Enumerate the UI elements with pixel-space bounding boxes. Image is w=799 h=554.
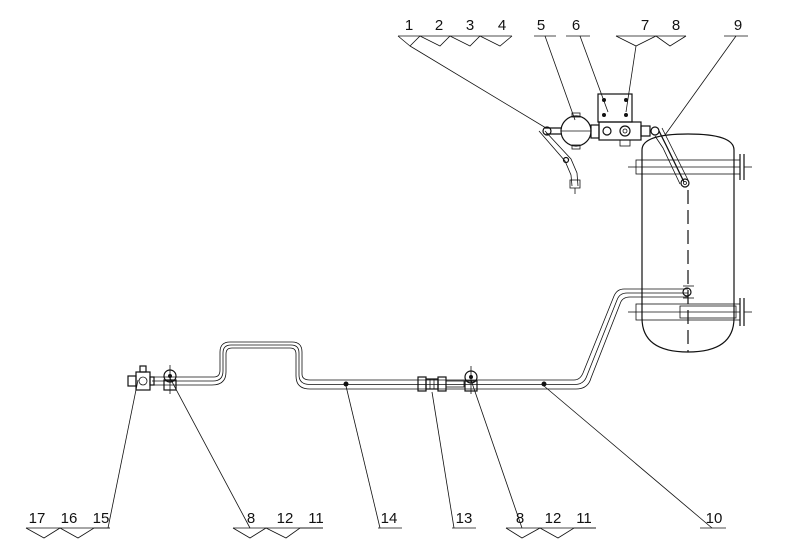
- callout-8-left: 8: [247, 510, 255, 527]
- main-air-pipe: [152, 288, 688, 390]
- callout-12-right: 12: [545, 510, 562, 527]
- tank-outlet-fitting: [682, 287, 692, 297]
- callout-8: 8: [672, 17, 680, 34]
- valve-assembly: [538, 93, 690, 194]
- callout-9: 9: [734, 17, 742, 34]
- callout-14: 14: [381, 510, 398, 527]
- pipe-clamp-left: [163, 365, 177, 394]
- callout-3: 3: [466, 17, 474, 34]
- pipe-clip: [343, 381, 349, 387]
- callout-labels-top: 1 2 3 4 5 6 7 8 9: [405, 17, 742, 34]
- callout-5: 5: [537, 17, 545, 34]
- mounting-bracket: [597, 93, 633, 123]
- leaders-bottom: [25, 377, 726, 539]
- callout-11-left: 11: [308, 510, 324, 527]
- callout-12-left: 12: [277, 510, 294, 527]
- callout-13: 13: [456, 510, 473, 527]
- callout-2: 2: [435, 17, 443, 34]
- inline-coupling: [417, 376, 465, 392]
- callout-8-right: 8: [516, 510, 524, 527]
- callout-11-right: 11: [576, 510, 592, 527]
- callout-labels-bottom: 17 16 15 8 12 11 14 13 8 12 11 10: [29, 510, 723, 527]
- outlet-valve: [127, 365, 155, 391]
- pipe-clip: [541, 381, 547, 387]
- leaders-top: [397, 35, 748, 136]
- callout-4: 4: [498, 17, 506, 34]
- callout-10: 10: [706, 510, 723, 527]
- callout-16: 16: [61, 510, 78, 527]
- callout-17: 17: [29, 510, 46, 527]
- callout-1: 1: [405, 17, 413, 34]
- callout-7: 7: [641, 17, 649, 34]
- callout-15: 15: [93, 510, 110, 527]
- air-tank: [628, 133, 752, 353]
- callout-6: 6: [572, 17, 580, 34]
